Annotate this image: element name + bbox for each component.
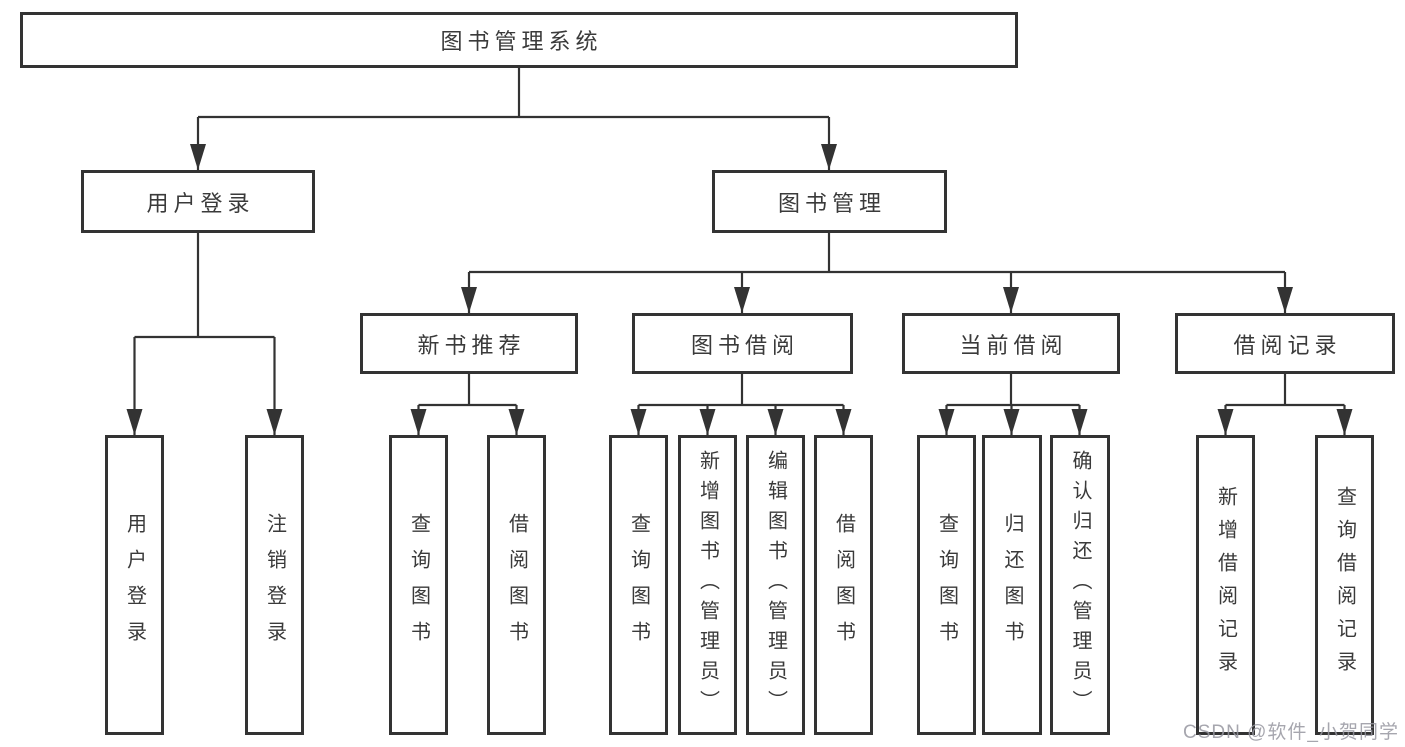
leaf-label: 用户登录 [123,513,146,657]
node-label: 图书管理 [777,190,886,216]
node-label: 用户登录 [146,190,255,216]
leaf-label: 借阅图书 [505,513,528,657]
leaf-confirm-return-admin: 确认归还（管理员） [1050,435,1110,735]
leaf-label: 归还图书 [1001,513,1023,657]
leaf-label: 借阅图书 [832,513,855,657]
leaf-borrow-books-2: 借阅图书 [814,435,873,735]
node-label: 新书推荐 [417,332,526,358]
leaf-query-borrow-record: 查询借阅记录 [1315,435,1374,735]
leaf-logout: 注销登录 [245,435,304,735]
node-current-borrowing: 当前借阅 [902,313,1120,374]
node-label: 图书借阅 [690,332,799,358]
leaf-query-books-3: 查询图书 [917,435,976,735]
leaf-user-login: 用户登录 [105,435,164,735]
leaf-label: 确认归还（管理员） [1069,450,1091,720]
leaf-query-books-2: 查询图书 [609,435,668,735]
leaf-edit-books-admin: 编辑图书（管理员） [746,435,805,735]
node-user-login: 用户登录 [81,170,315,233]
leaf-add-books-admin: 新增图书（管理员） [678,435,737,735]
leaf-label: 注销登录 [263,513,286,657]
leaf-label: 查询图书 [407,513,430,657]
leaf-query-books-1: 查询图书 [389,435,448,735]
leaf-label: 新增借阅记录 [1214,486,1237,684]
node-label: 当前借阅 [959,332,1068,358]
leaf-label: 查询图书 [935,513,958,657]
node-new-book-recommendation: 新书推荐 [360,313,578,374]
node-book-management: 图书管理 [712,170,947,233]
leaf-label: 查询图书 [627,513,650,657]
leaf-label: 编辑图书（管理员） [764,450,787,720]
node-borrowing-records: 借阅记录 [1175,313,1395,374]
node-library-management-system: 图书管理系统 [20,12,1018,68]
leaf-label: 新增图书（管理员） [696,450,719,720]
node-label: 借阅记录 [1233,332,1342,358]
leaf-add-borrow-record: 新增借阅记录 [1196,435,1255,735]
node-book-borrowing: 图书借阅 [632,313,853,374]
leaf-borrow-books-1: 借阅图书 [487,435,546,735]
node-label: 图书管理系统 [440,29,603,54]
leaf-return-books: 归还图书 [982,435,1042,735]
csdn-watermark: CSDN @软件_小贺同学 [1183,722,1399,743]
leaf-label: 查询借阅记录 [1333,486,1356,684]
